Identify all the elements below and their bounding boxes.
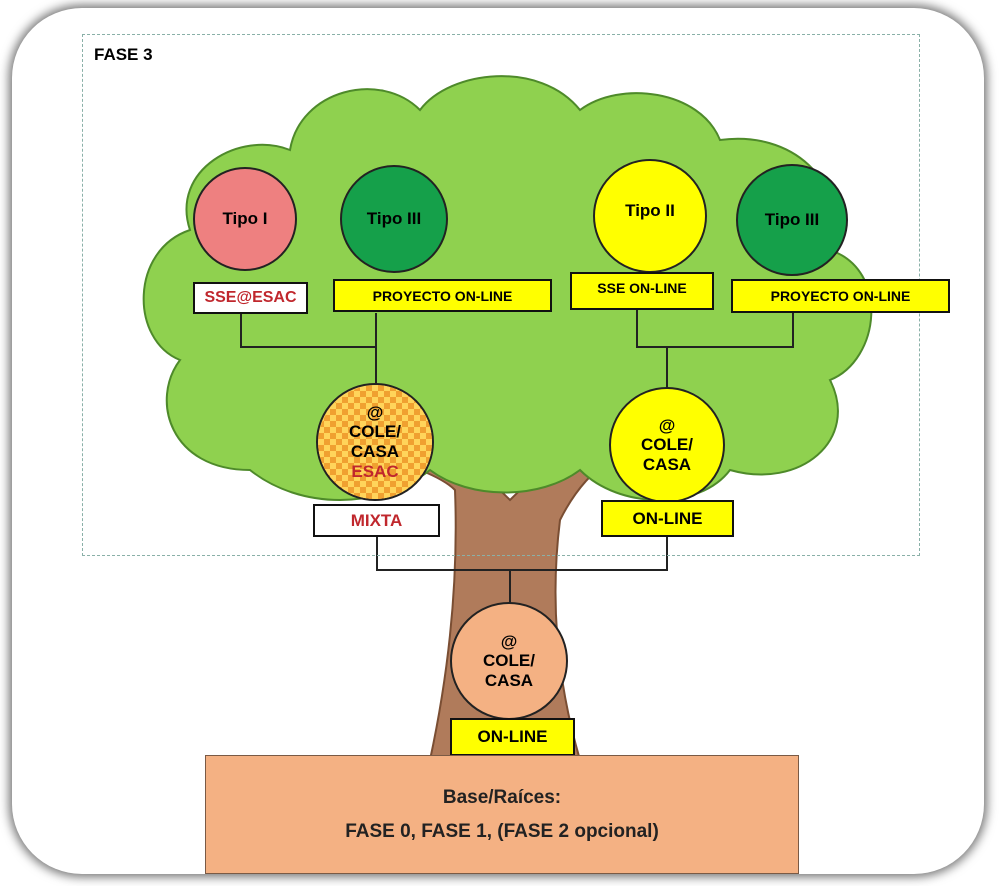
- proyecto-online-left-box: PROYECTO ON-LINE: [333, 279, 552, 312]
- tipo-1-circle: Tipo I: [193, 167, 297, 271]
- mixta-node-at: @: [366, 402, 384, 422]
- tipo-3-right-circle: Tipo III: [736, 164, 848, 276]
- mixta-node-line1: COLE/: [349, 422, 401, 442]
- tipo-3-left-circle: Tipo III: [340, 165, 448, 273]
- tipo-2-circle: Tipo II: [593, 159, 707, 273]
- base-line2: FASE 0, FASE 1, (FASE 2 opcional): [345, 820, 659, 842]
- sse-online-box: SSE ON-LINE: [570, 272, 714, 310]
- online-node-line1: COLE/: [641, 435, 693, 455]
- online-node-at: @: [658, 415, 676, 435]
- tipo-3-right-label: Tipo III: [764, 210, 820, 230]
- fase-label: FASE 3: [94, 45, 153, 64]
- online-right-box: ON-LINE: [601, 500, 734, 537]
- online-node-circle: @ COLE/ CASA: [609, 387, 725, 503]
- root-node-circle: @ COLE/ CASA: [450, 602, 568, 720]
- mixta-node-line2: CASA: [350, 442, 400, 461]
- sse-esac-box: SSE@ESAC: [193, 282, 308, 314]
- proyecto-online-right-box: PROYECTO ON-LINE: [731, 279, 950, 313]
- base-roots-box: Base/Raíces: FASE 0, FASE 1, (FASE 2 opc…: [205, 755, 799, 874]
- online-root-box: ON-LINE: [450, 718, 575, 756]
- tipo-1-label: Tipo I: [222, 209, 268, 229]
- root-node-line1: COLE/: [483, 651, 535, 671]
- checker-fill: [318, 385, 432, 499]
- mixta-box: MIXTA: [313, 504, 440, 537]
- tipo-2-label: Tipo II: [625, 201, 675, 220]
- mixta-node-line3: ESAC: [351, 461, 399, 481]
- tipo-3-left-label: Tipo III: [366, 209, 422, 229]
- root-node-at: @: [500, 631, 518, 651]
- connectors: [240, 310, 794, 603]
- base-line1: Base/Raíces:: [442, 787, 562, 809]
- online-node-line2: CASA: [642, 454, 692, 474]
- mixta-node-circle: @ COLE/ CASA ESAC: [316, 383, 434, 501]
- root-node-line2: CASA: [484, 670, 534, 690]
